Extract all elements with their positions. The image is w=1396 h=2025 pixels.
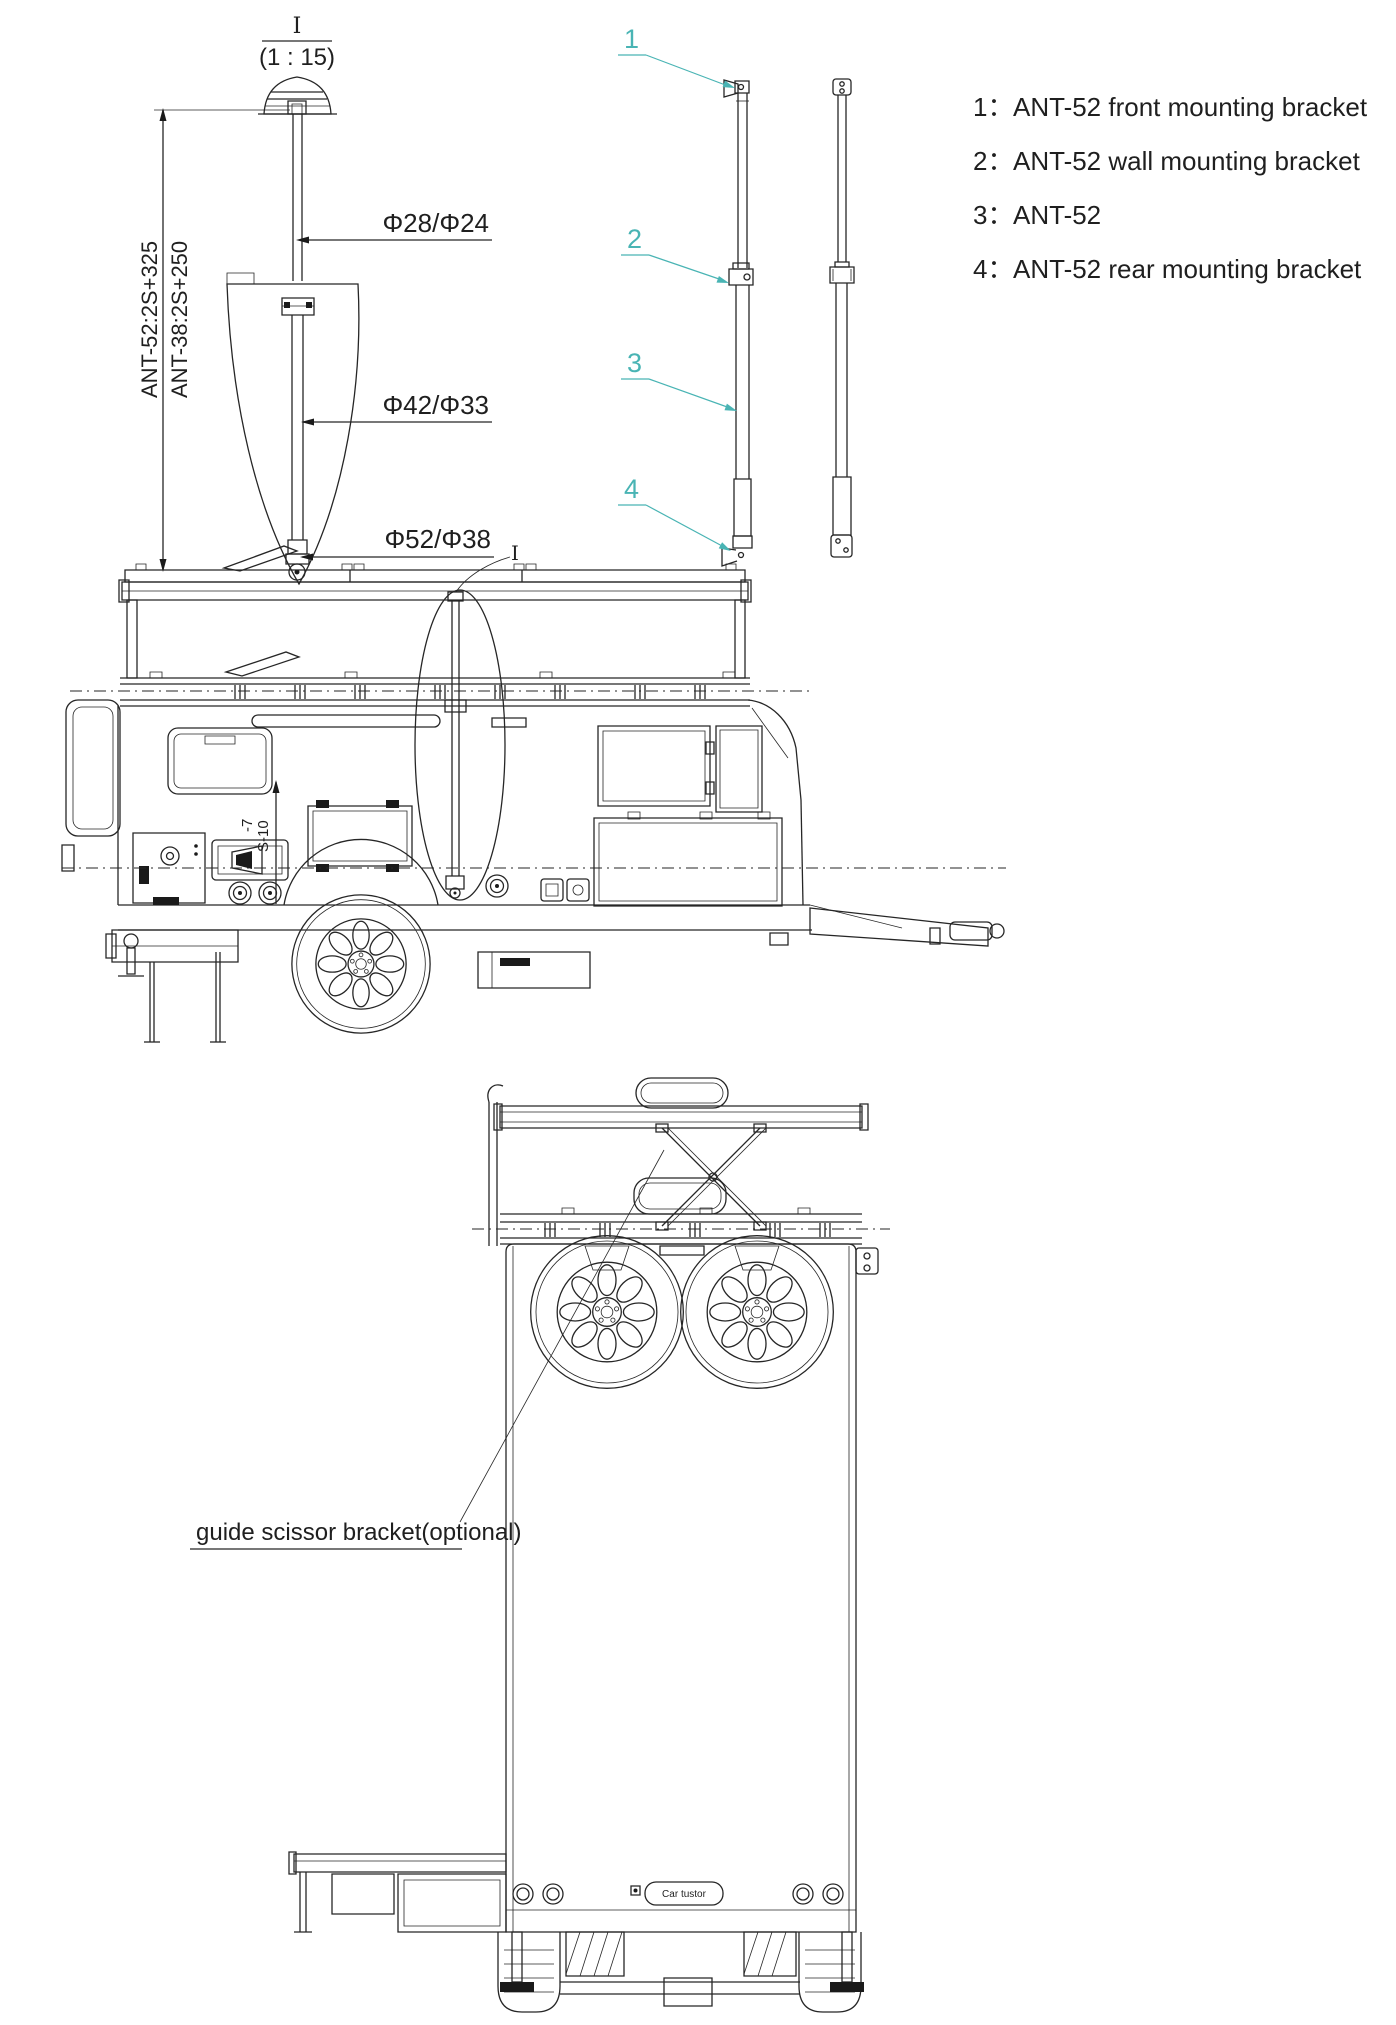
length-dim-ant38: ANT-38:2S+250 xyxy=(167,241,192,398)
section-ref-text: I xyxy=(293,14,302,39)
legend-item-3-num: 3： xyxy=(973,200,1013,230)
rear-seal-ticks xyxy=(545,1223,830,1237)
roof-stroke-dim-2: S-10 xyxy=(255,820,272,852)
callout-2-number: 2 xyxy=(627,224,642,254)
callout-3-number: 3 xyxy=(627,348,642,378)
dia-dim-bottom: Φ52/Φ38 xyxy=(384,524,491,554)
callout-2: 2 xyxy=(621,224,729,283)
dia-dim-mid: Φ42/Φ33 xyxy=(382,390,489,420)
scale-label: I (1 : 15) xyxy=(259,14,335,71)
scale-ratio-text: (1 : 15) xyxy=(259,44,335,71)
legend-item-2-label: ANT-52 wall mounting bracket xyxy=(1013,146,1361,176)
callout-1-number: 1 xyxy=(624,24,639,54)
ant-pole-front-view xyxy=(722,80,753,566)
length-dim-ant52: ANT-52:2S+325 xyxy=(137,241,162,398)
legend-item-1-num: 1： xyxy=(973,92,1013,122)
legend-item-1-label: ANT-52 front mounting bracket xyxy=(1013,92,1368,122)
trailer-side-view: I -7 S-10 xyxy=(62,541,1006,1042)
callout-3: 3 xyxy=(621,348,737,411)
roof-seal-ticks xyxy=(235,685,705,699)
antenna-detail-view: ANT-52:2S+325 ANT-38:2S+250 Φ28/Φ24 Φ42/… xyxy=(137,77,494,584)
dia-dim-top: Φ28/Φ24 xyxy=(382,208,489,238)
legend-item-3-label: ANT-52 xyxy=(1013,200,1101,230)
legend: 1： ANT-52 front mounting bracket 2： ANT-… xyxy=(973,92,1368,284)
detail-balloon-ref: I xyxy=(511,541,519,565)
callout-4: 4 xyxy=(618,474,731,551)
trailer-rear-view: guide scissor bracket(optional) Car tust… xyxy=(190,1078,890,2012)
callout-4-number: 4 xyxy=(624,474,639,504)
brand-logo-text: Car tustor xyxy=(662,1889,707,1900)
callout-1: 1 xyxy=(618,24,735,88)
legend-item-2-num: 2： xyxy=(973,146,1013,176)
legend-item-4-num: 4： xyxy=(973,254,1013,284)
scissor-bracket-note: guide scissor bracket(optional) xyxy=(196,1519,522,1546)
ant-pole-side-view xyxy=(830,79,854,557)
legend-item-4-label: ANT-52 rear mounting bracket xyxy=(1013,254,1362,284)
roof-stroke-dim-1: -7 xyxy=(239,819,256,832)
